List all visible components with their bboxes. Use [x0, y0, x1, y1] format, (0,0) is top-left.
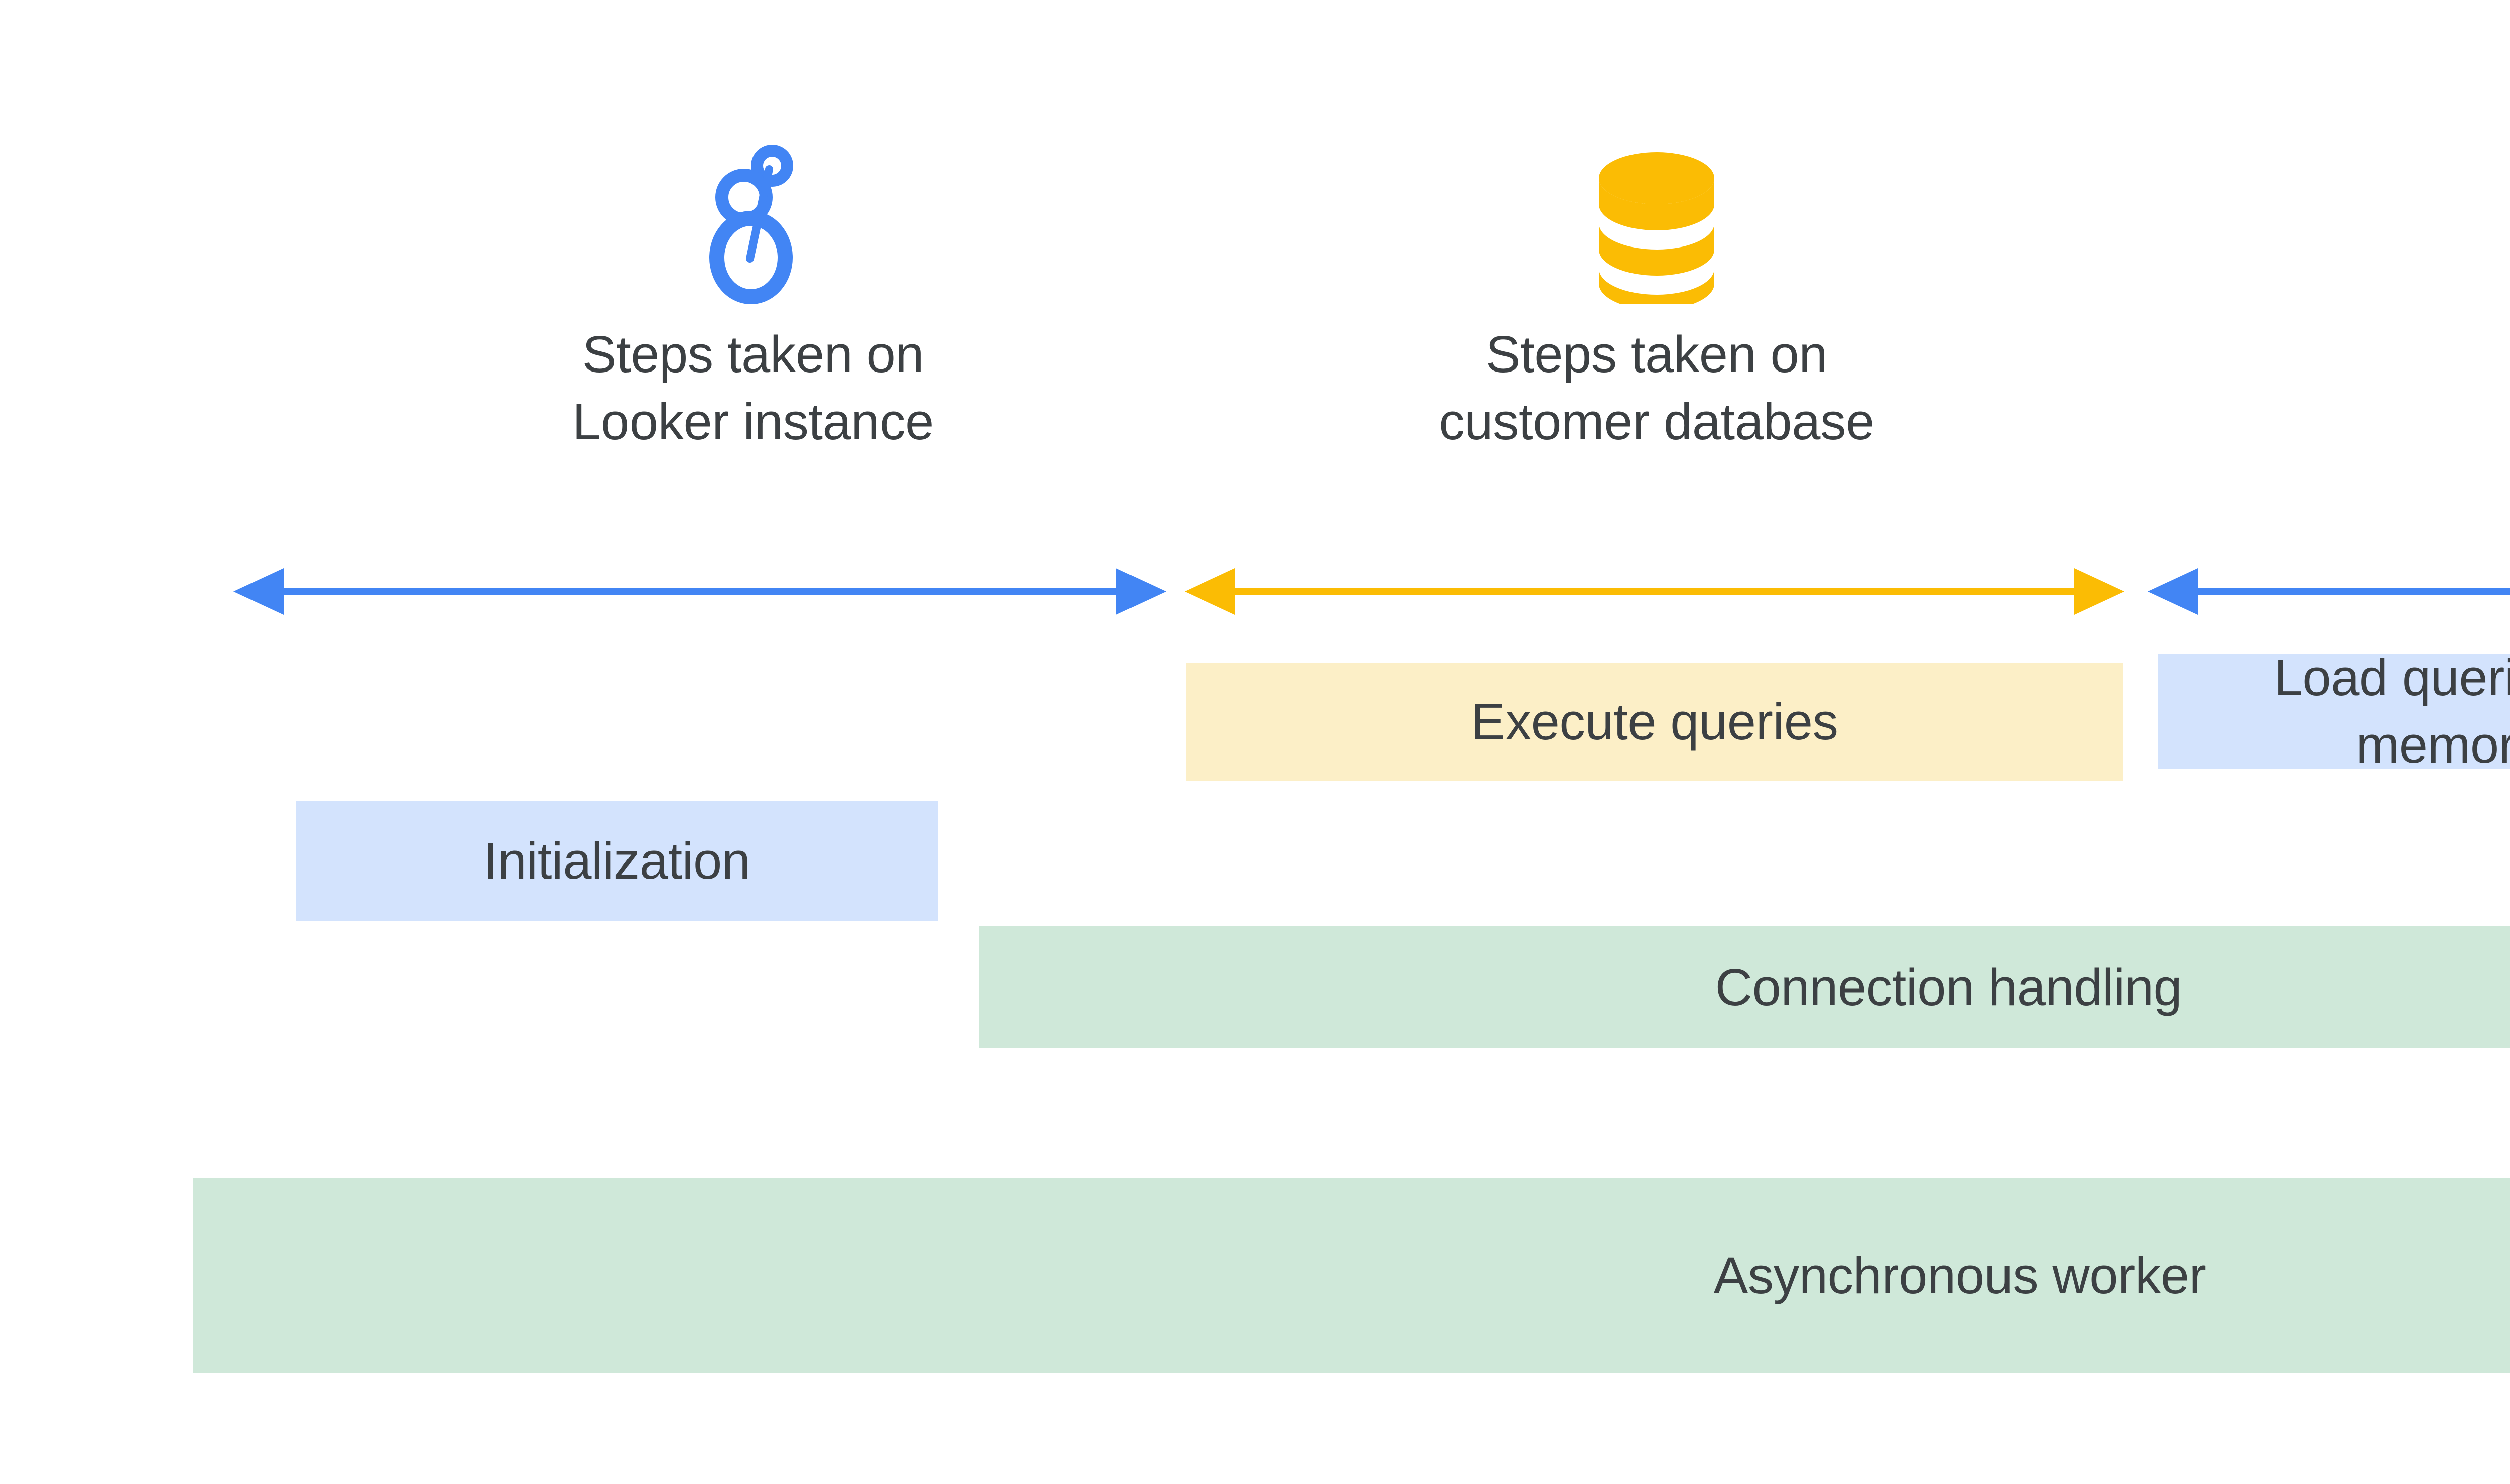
- phase-caption-middle: Steps taken on customer database: [1439, 325, 1874, 450]
- step-box-execute-queries[interactable]: Execute queries: [1186, 663, 2123, 781]
- step-box-load-queries[interactable]: Load queries in memory: [2158, 649, 2510, 774]
- step-label-load-queries: Load queries in memory: [2274, 649, 2510, 774]
- step-label-initialization: Initialization: [483, 832, 750, 890]
- phase-header-middle: Steps taken on customer database: [1205, 143, 2108, 455]
- range-arrow-left: [233, 561, 1166, 622]
- step-label-asynchronous-worker: Asynchronous worker: [1713, 1247, 2206, 1305]
- phase-header-left: Steps taken on Looker instance: [301, 143, 1205, 455]
- step-box-initialization[interactable]: Initialization: [296, 801, 938, 921]
- range-arrow-right: [2148, 561, 2510, 622]
- step-label-execute-queries: Execute queries: [1471, 692, 1838, 751]
- range-arrow-middle: [1185, 561, 2124, 622]
- phase-caption-left: Steps taken on Looker instance: [572, 325, 934, 450]
- step-box-asynchronous-worker[interactable]: Asynchronous worker: [193, 1178, 2510, 1373]
- database-icon: [1584, 143, 1729, 310]
- looker-logo-icon: [708, 143, 798, 304]
- step-label-connection-handling: Connection handling: [1715, 958, 2182, 1016]
- step-box-connection-handling[interactable]: Connection handling: [979, 926, 2510, 1048]
